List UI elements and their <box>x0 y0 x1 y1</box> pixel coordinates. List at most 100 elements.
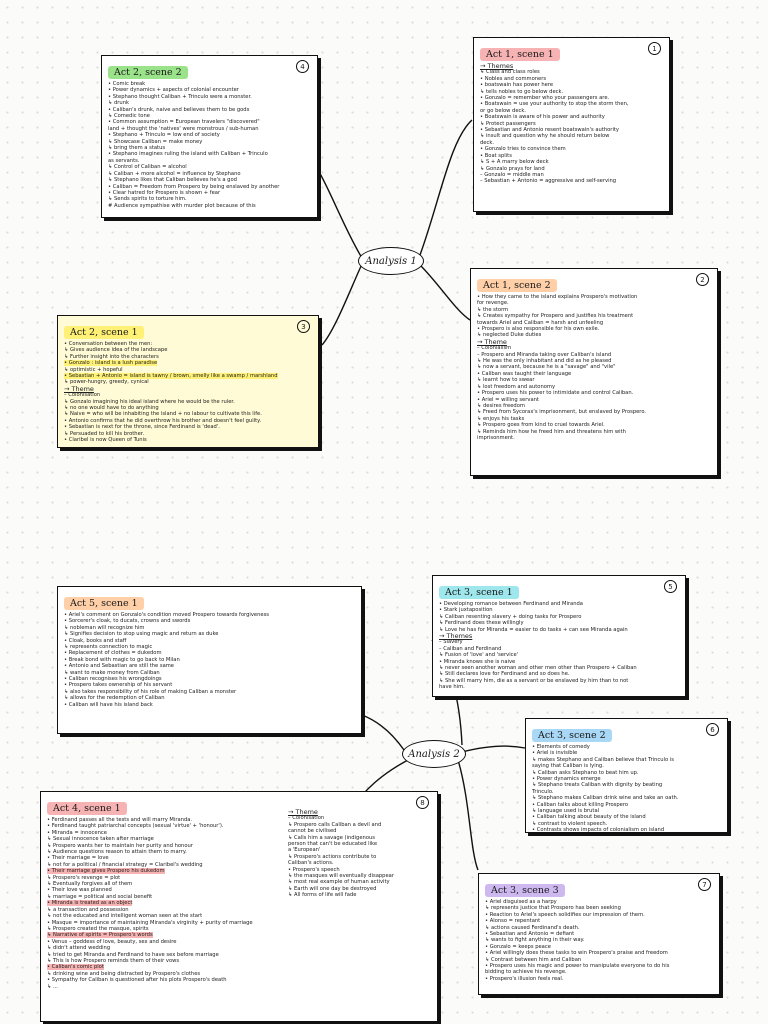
card-number-badge: 4 <box>296 60 309 73</box>
note-text: ↳ most real example of human activity <box>288 879 390 886</box>
note-text: ↳ He was the only inhabitant and did as … <box>477 358 612 365</box>
note-line: • Venus – goddess of love, beauty, sex a… <box>47 939 282 945</box>
note-line: • Sympathy for Caliban is questioned aft… <box>47 977 282 983</box>
note-text: • Caliban = Freedom from Prospero by bei… <box>108 183 280 190</box>
note-text: • Contrasts shows impacts of colonialism… <box>532 827 665 833</box>
note-text: ↳ not the educated and intelligent woman… <box>47 913 203 920</box>
note-text: ↳ optimistic + hopeful <box>64 366 123 373</box>
card-title: Act 1, scene 2 <box>477 279 557 292</box>
note-line: ↳ Prospero goes from kind to cruel towar… <box>477 422 711 428</box>
note-line: ↳ Caliban resenting slavery + doing task… <box>439 614 679 620</box>
note-text: • Nobles and commoners <box>480 75 547 82</box>
note-text: ↳ Caliban asks Stephano to beat him up. <box>532 769 639 776</box>
card-body: • Ferdinand passes all the tests and wil… <box>47 809 431 990</box>
note-text: ↳ bring them a status <box>108 145 166 152</box>
note-text: • Caliban's comic plot <box>47 964 104 971</box>
note-text: • Their marriage gives Prospero his duke… <box>47 868 165 875</box>
note-line: ↳ Love he has for Miranda = easier to do… <box>439 627 679 633</box>
note-text: ↳ represents justice that Prospero has b… <box>485 905 621 912</box>
note-line: imprisonment. <box>477 435 711 441</box>
note-text: • Comic break <box>108 81 146 87</box>
note-text: • Prospero's illusion feels real. <box>485 975 564 982</box>
note-text: ↳ Signifies decision to stop using magic… <box>64 631 219 638</box>
note-line: • Alonso = repentant <box>485 918 713 924</box>
note-line: • Miranda is treated as an object <box>47 900 282 907</box>
note-text: ↳ represents connection to magic <box>64 644 153 651</box>
note-line: ↳ Contrast between him and Caliban <box>485 957 713 963</box>
note-text: ↳ actions caused Ferdinand's death. <box>485 924 580 931</box>
note-text: → Theme <box>288 808 318 816</box>
note-line: • Power dynamics + aspects of colonial e… <box>108 87 311 93</box>
note-line: ↳ Class and class roles <box>480 69 663 75</box>
connector-line <box>317 169 363 259</box>
note-text: ↳ marriage = political and social benefi… <box>47 893 153 900</box>
note-text: • Sorcerer's cloak, to ducats, crowns an… <box>64 618 191 625</box>
note-text: ↳ Prospero goes from kind to cruel towar… <box>477 422 605 429</box>
note-text: – Prospero and Miranda taking over Calib… <box>477 351 612 358</box>
note-line: • Caliban talks about killing Prospero <box>532 802 721 808</box>
note-line: ↳ Prospero created the masque, spirits <box>47 926 282 932</box>
note-line: – Colonisation <box>288 815 394 821</box>
note-text: ↳ lost freedom and autonomy <box>477 383 556 390</box>
note-line: ↳ not for a political / financial strate… <box>47 862 282 868</box>
card-body: • Comic break• Power dynamics + aspects … <box>108 81 311 209</box>
note-text: ↳ Calls him a savage (indigenous <box>288 834 375 841</box>
note-line: • Comic break <box>108 81 311 87</box>
note-text: • Antonio confirms that he did overthrow… <box>64 417 262 424</box>
note-text: ↳ insult and question why he should retu… <box>480 133 610 140</box>
note-text: ↳ Ferdinand does these willingly <box>439 620 524 627</box>
note-text: → Themes <box>439 632 473 641</box>
note-line: • How they came to the island explains P… <box>477 294 711 300</box>
note-text: • Boatswain = use your authority to stop… <box>480 101 629 108</box>
note-line: – Slavery <box>439 639 679 645</box>
note-text: ↳ the masques will eventually disappear <box>288 873 394 880</box>
note-text: ↳ Control of Caliban = alcohol <box>108 164 187 171</box>
note-line: ↳ Calls him a savage (indigenous <box>288 835 394 841</box>
note-card-act1-scene2: Act 1, scene 2 2 • How they came to the is… <box>470 268 718 476</box>
card-number-badge: 8 <box>416 796 429 809</box>
note-text: • Elements of comedy <box>532 744 590 750</box>
note-text: ↳ drunk <box>108 100 130 107</box>
card-body-right: → Theme – Colonisation ↳ Prospero calls … <box>288 809 394 990</box>
note-text: ↳ Gonzalo imagining his ideal island whe… <box>64 398 235 405</box>
note-line: • Reaction to Ariel's speech solidifies … <box>485 912 713 918</box>
note-line: ↳ S + A marry below deck <box>480 159 663 165</box>
note-line: • Caliban was taught their language <box>477 371 711 377</box>
note-line: • Miranda knows she is naive <box>439 659 679 665</box>
note-text: ↳ Reminds him how he freed him and threa… <box>477 428 626 435</box>
note-text: ↳ Audience questions reason to attain th… <box>47 849 187 856</box>
note-text: ↳ Comedic tone <box>108 113 150 120</box>
connector-line <box>419 264 471 321</box>
note-line: • Boatswain is aware of his power and au… <box>480 114 663 120</box>
note-line: ↳ optimistic + hopeful <box>64 367 312 373</box>
note-text: ↳ neglected Duke duties <box>477 332 542 339</box>
note-text: • Reaction to Ariel's speech solidifies … <box>485 911 645 918</box>
note-line: ↳ not the educated and intelligent woman… <box>47 913 282 919</box>
note-line: ↳ Prospero wants her to maintain her pur… <box>47 843 282 849</box>
note-line: – Colonisation <box>64 392 312 398</box>
note-text: • Stephano + Trinculo = low end of socie… <box>108 132 220 139</box>
note-text: • Alonso = repentant <box>485 918 541 925</box>
note-text: • Their love was planned <box>47 887 112 894</box>
card-number-badge: 2 <box>696 273 709 286</box>
note-line: land + thought the 'natives' were monstr… <box>108 126 311 132</box>
note-line: ↳ Reminds him how he freed him and threa… <box>477 429 711 435</box>
note-line: • Ariel disguised as a harpy <box>485 899 713 905</box>
note-text: ↳ makes Stephano and Caliban believe tha… <box>532 756 674 763</box>
card-body: • Ariel disguised as a harpy ↳ represent… <box>485 899 713 982</box>
card-body: → Themes ↳ Class and class roles• Nobles… <box>480 63 663 185</box>
connector-line <box>361 714 405 751</box>
note-text: ↳ Eventually forgives all of them <box>47 881 133 888</box>
note-line: • Cloak, books and staff <box>64 638 355 644</box>
note-text: • Antonio and Sebastian are still the sa… <box>64 663 174 670</box>
note-line: ↳ Audience questions reason to attain th… <box>47 849 282 855</box>
note-line: • Ferdinand passes all the tests and wil… <box>47 817 282 823</box>
card-body: • Elements of comedy• Ariel is invisible… <box>532 744 721 833</box>
card-body: • Developing romance between Ferdinand a… <box>439 601 679 691</box>
note-text: – Gonzalo = middle man <box>480 171 544 178</box>
note-line: a 'European' <box>288 847 394 853</box>
note-text: ↳ Prospero created the masque, spirits <box>47 925 149 932</box>
note-line: • Miranda = innocence <box>47 830 282 836</box>
